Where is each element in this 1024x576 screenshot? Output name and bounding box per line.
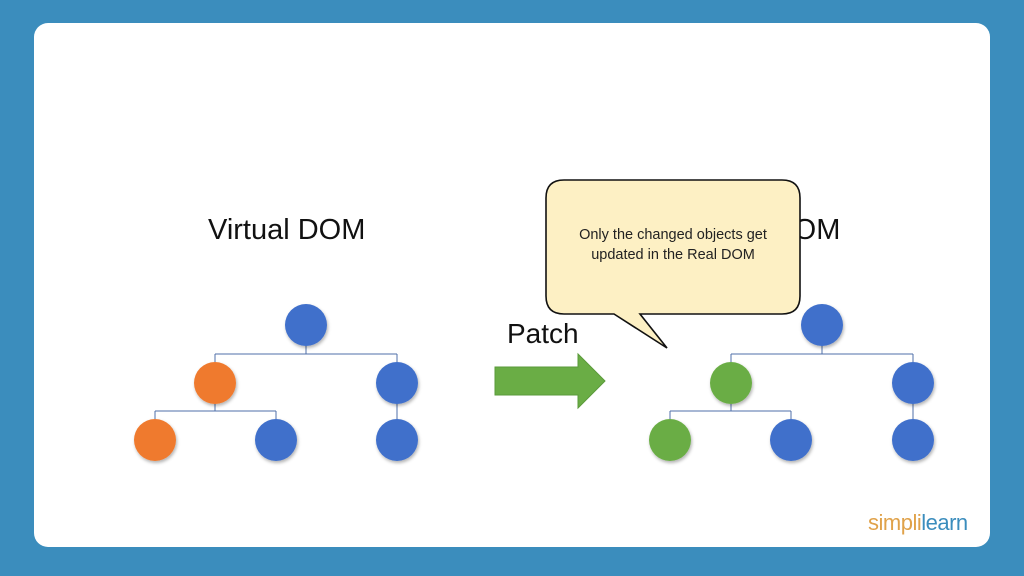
- virtual-dom-title: Virtual DOM: [208, 214, 366, 246]
- real-node: [892, 419, 934, 461]
- real-node: [770, 419, 812, 461]
- real-updated-node: [710, 362, 752, 404]
- virtual-changed-node: [194, 362, 236, 404]
- real-tree: [649, 304, 934, 461]
- virtual-tree: [134, 304, 418, 461]
- logo-part-1: simpl: [868, 510, 917, 535]
- simplilearn-logo: simplilearn: [868, 512, 968, 534]
- virtual-root-node: [285, 304, 327, 346]
- virtual-node: [376, 419, 418, 461]
- real-tree-edges: [669, 346, 914, 419]
- virtual-node: [376, 362, 418, 404]
- real-updated-node: [649, 419, 691, 461]
- real-node: [892, 362, 934, 404]
- logo-part-2: learn: [921, 510, 968, 535]
- virtual-changed-node: [134, 419, 176, 461]
- real-root-node: [801, 304, 843, 346]
- slide-canvas: [34, 23, 990, 547]
- callout-text: Only the changed objects get updated in …: [579, 227, 767, 263]
- patch-arrow: [494, 352, 606, 410]
- patch-label: Patch: [507, 318, 579, 349]
- virtual-node: [255, 419, 297, 461]
- virtual-tree-edges: [154, 346, 398, 419]
- logo-separator: i: [916, 510, 922, 535]
